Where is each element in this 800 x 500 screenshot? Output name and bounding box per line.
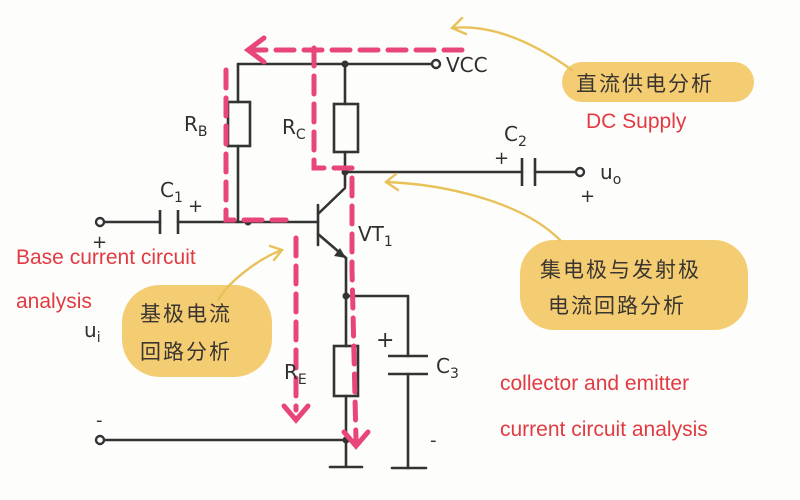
ce-en-label-line2: current circuit analysis <box>500 418 708 441</box>
emitter-arrow <box>334 248 346 258</box>
dc-supply-en-label: DC Supply <box>586 110 687 133</box>
junction-emitter <box>342 292 350 300</box>
c3-plus-sign: + <box>376 328 395 353</box>
highlight-ce <box>520 240 748 330</box>
input-minus-sign: - <box>96 410 103 431</box>
input-plus-sign: + <box>92 232 108 253</box>
input-terminal <box>94 216 106 228</box>
resistor-rb <box>226 100 252 148</box>
rb-subscript: B <box>197 124 208 140</box>
ce-cn-label-line1: 集电极与发射极 <box>540 258 701 282</box>
rc-subscript: C <box>295 127 306 143</box>
c1-subscript: 1 <box>173 190 183 206</box>
rb-text: R <box>184 112 198 136</box>
dc-supply-cn-label: 直流供电分析 <box>576 72 714 96</box>
c1-label: C1 <box>160 178 183 206</box>
ground-minus-sign: - <box>430 430 437 451</box>
ground-input-terminal <box>94 434 106 446</box>
vcc-terminal <box>430 58 442 70</box>
resistor-rc <box>332 102 360 154</box>
vt1-text: VT <box>358 222 384 246</box>
base-cn-label-line2: 回路分析 <box>140 340 232 364</box>
ce-cn-label-line2: 电流回路分析 <box>548 294 686 318</box>
vt1-label: VT1 <box>358 222 393 250</box>
re-text: R <box>284 360 298 384</box>
vcc-label: VCC <box>446 53 488 77</box>
c2-subscript: 2 <box>517 134 527 150</box>
re-subscript: E <box>297 372 307 388</box>
c3-subscript: 3 <box>449 366 459 382</box>
capacitor-c2 <box>520 158 537 186</box>
current-arrowheads <box>243 35 371 450</box>
vcc-text: VCC <box>446 53 488 77</box>
base-en-label-line1: Base current circuit <box>16 246 196 269</box>
ui-label: ui <box>84 318 101 346</box>
callout-arrows <box>216 16 574 302</box>
ui-subscript: i <box>96 330 101 346</box>
rb-label: RB <box>184 112 208 140</box>
c3-text: C <box>436 354 450 378</box>
highlight-base <box>122 285 272 377</box>
vt1-subscript: 1 <box>383 234 393 250</box>
rc-text: R <box>282 115 296 139</box>
re-label: RE <box>284 360 307 388</box>
capacitor-c3 <box>388 354 428 376</box>
resistor-re <box>332 344 360 398</box>
uo-text: u <box>600 160 613 184</box>
base-en-label-line2: analysis <box>16 290 92 313</box>
uo-label: uo <box>600 160 621 188</box>
c1-text: C <box>160 178 174 202</box>
c2-label: C2 <box>504 122 527 150</box>
uo-subscript: o <box>612 172 622 188</box>
c1-plus-sign: + <box>188 196 204 217</box>
capacitor-c1 <box>158 210 180 234</box>
ui-text: u <box>84 318 97 342</box>
c3-label: C3 <box>436 354 459 382</box>
output-terminal <box>574 166 586 178</box>
c2-plus-sign: + <box>494 148 510 169</box>
ce-en-label-line1: collector and emitter <box>500 372 690 395</box>
current-paths <box>223 45 465 443</box>
junction-top <box>341 60 349 68</box>
highlight-dc-supply <box>562 62 754 102</box>
base-cn-label-line1: 基极电流 <box>140 302 232 326</box>
output-plus-sign: + <box>580 186 596 207</box>
c2-text: C <box>504 122 518 146</box>
rc-label: RC <box>282 115 306 143</box>
